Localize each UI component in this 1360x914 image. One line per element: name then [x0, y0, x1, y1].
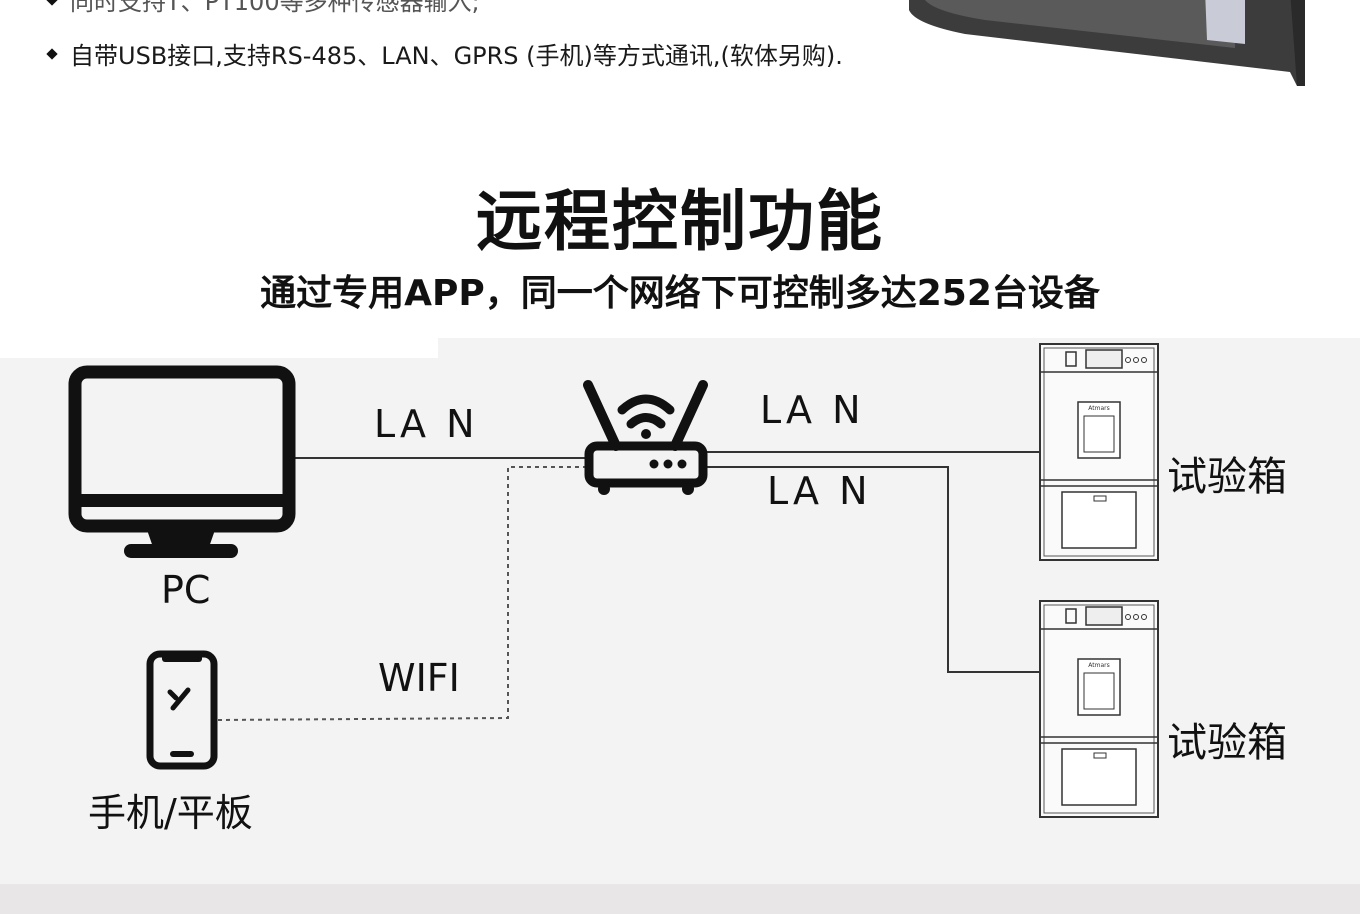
- feature-item: 自带USB接口,支持RS-485、LAN、GPRS (手机)等方式通讯,(软体另…: [44, 36, 843, 71]
- phone-label: 手机/平板: [88, 791, 253, 835]
- chamber-label-2: 试验箱: [1167, 720, 1287, 766]
- feature-text: 同时支持T、PT100等多种传感器输入;: [70, 0, 480, 16]
- lan-label-pc: LA N: [374, 402, 479, 446]
- lan-line-chamber-2: [706, 466, 1040, 673]
- footer-bar: [0, 884, 1360, 914]
- section-subtitle: 通过专用APP，同一个网络下可控制多达252台设备: [260, 273, 1100, 314]
- lan-label-top: LA N: [760, 388, 865, 432]
- wifi-line: [217, 466, 586, 721]
- test-chamber-icon: Atmars: [1039, 343, 1159, 561]
- controller-device-image: [909, 0, 1305, 86]
- chamber-brand: Atmars: [1088, 405, 1109, 412]
- section-title: 远程控制功能: [476, 183, 884, 260]
- feature-item: 同时支持T、PT100等多种传感器输入;: [44, 0, 480, 17]
- smartphone-icon: [146, 650, 218, 770]
- chamber-label-1: 试验箱: [1167, 454, 1287, 500]
- pc-label: PC: [161, 568, 211, 612]
- wifi-label: WIFI: [378, 656, 460, 700]
- feature-text: 自带USB接口,支持RS-485、LAN、GPRS (手机)等方式通讯,(软体另…: [70, 42, 843, 70]
- monitor-icon: [68, 365, 296, 558]
- test-chamber-icon: Atmars: [1039, 600, 1159, 818]
- chamber-brand: Atmars: [1088, 662, 1109, 669]
- lan-label-bottom: LA N: [767, 469, 872, 513]
- router-icon: [583, 380, 708, 495]
